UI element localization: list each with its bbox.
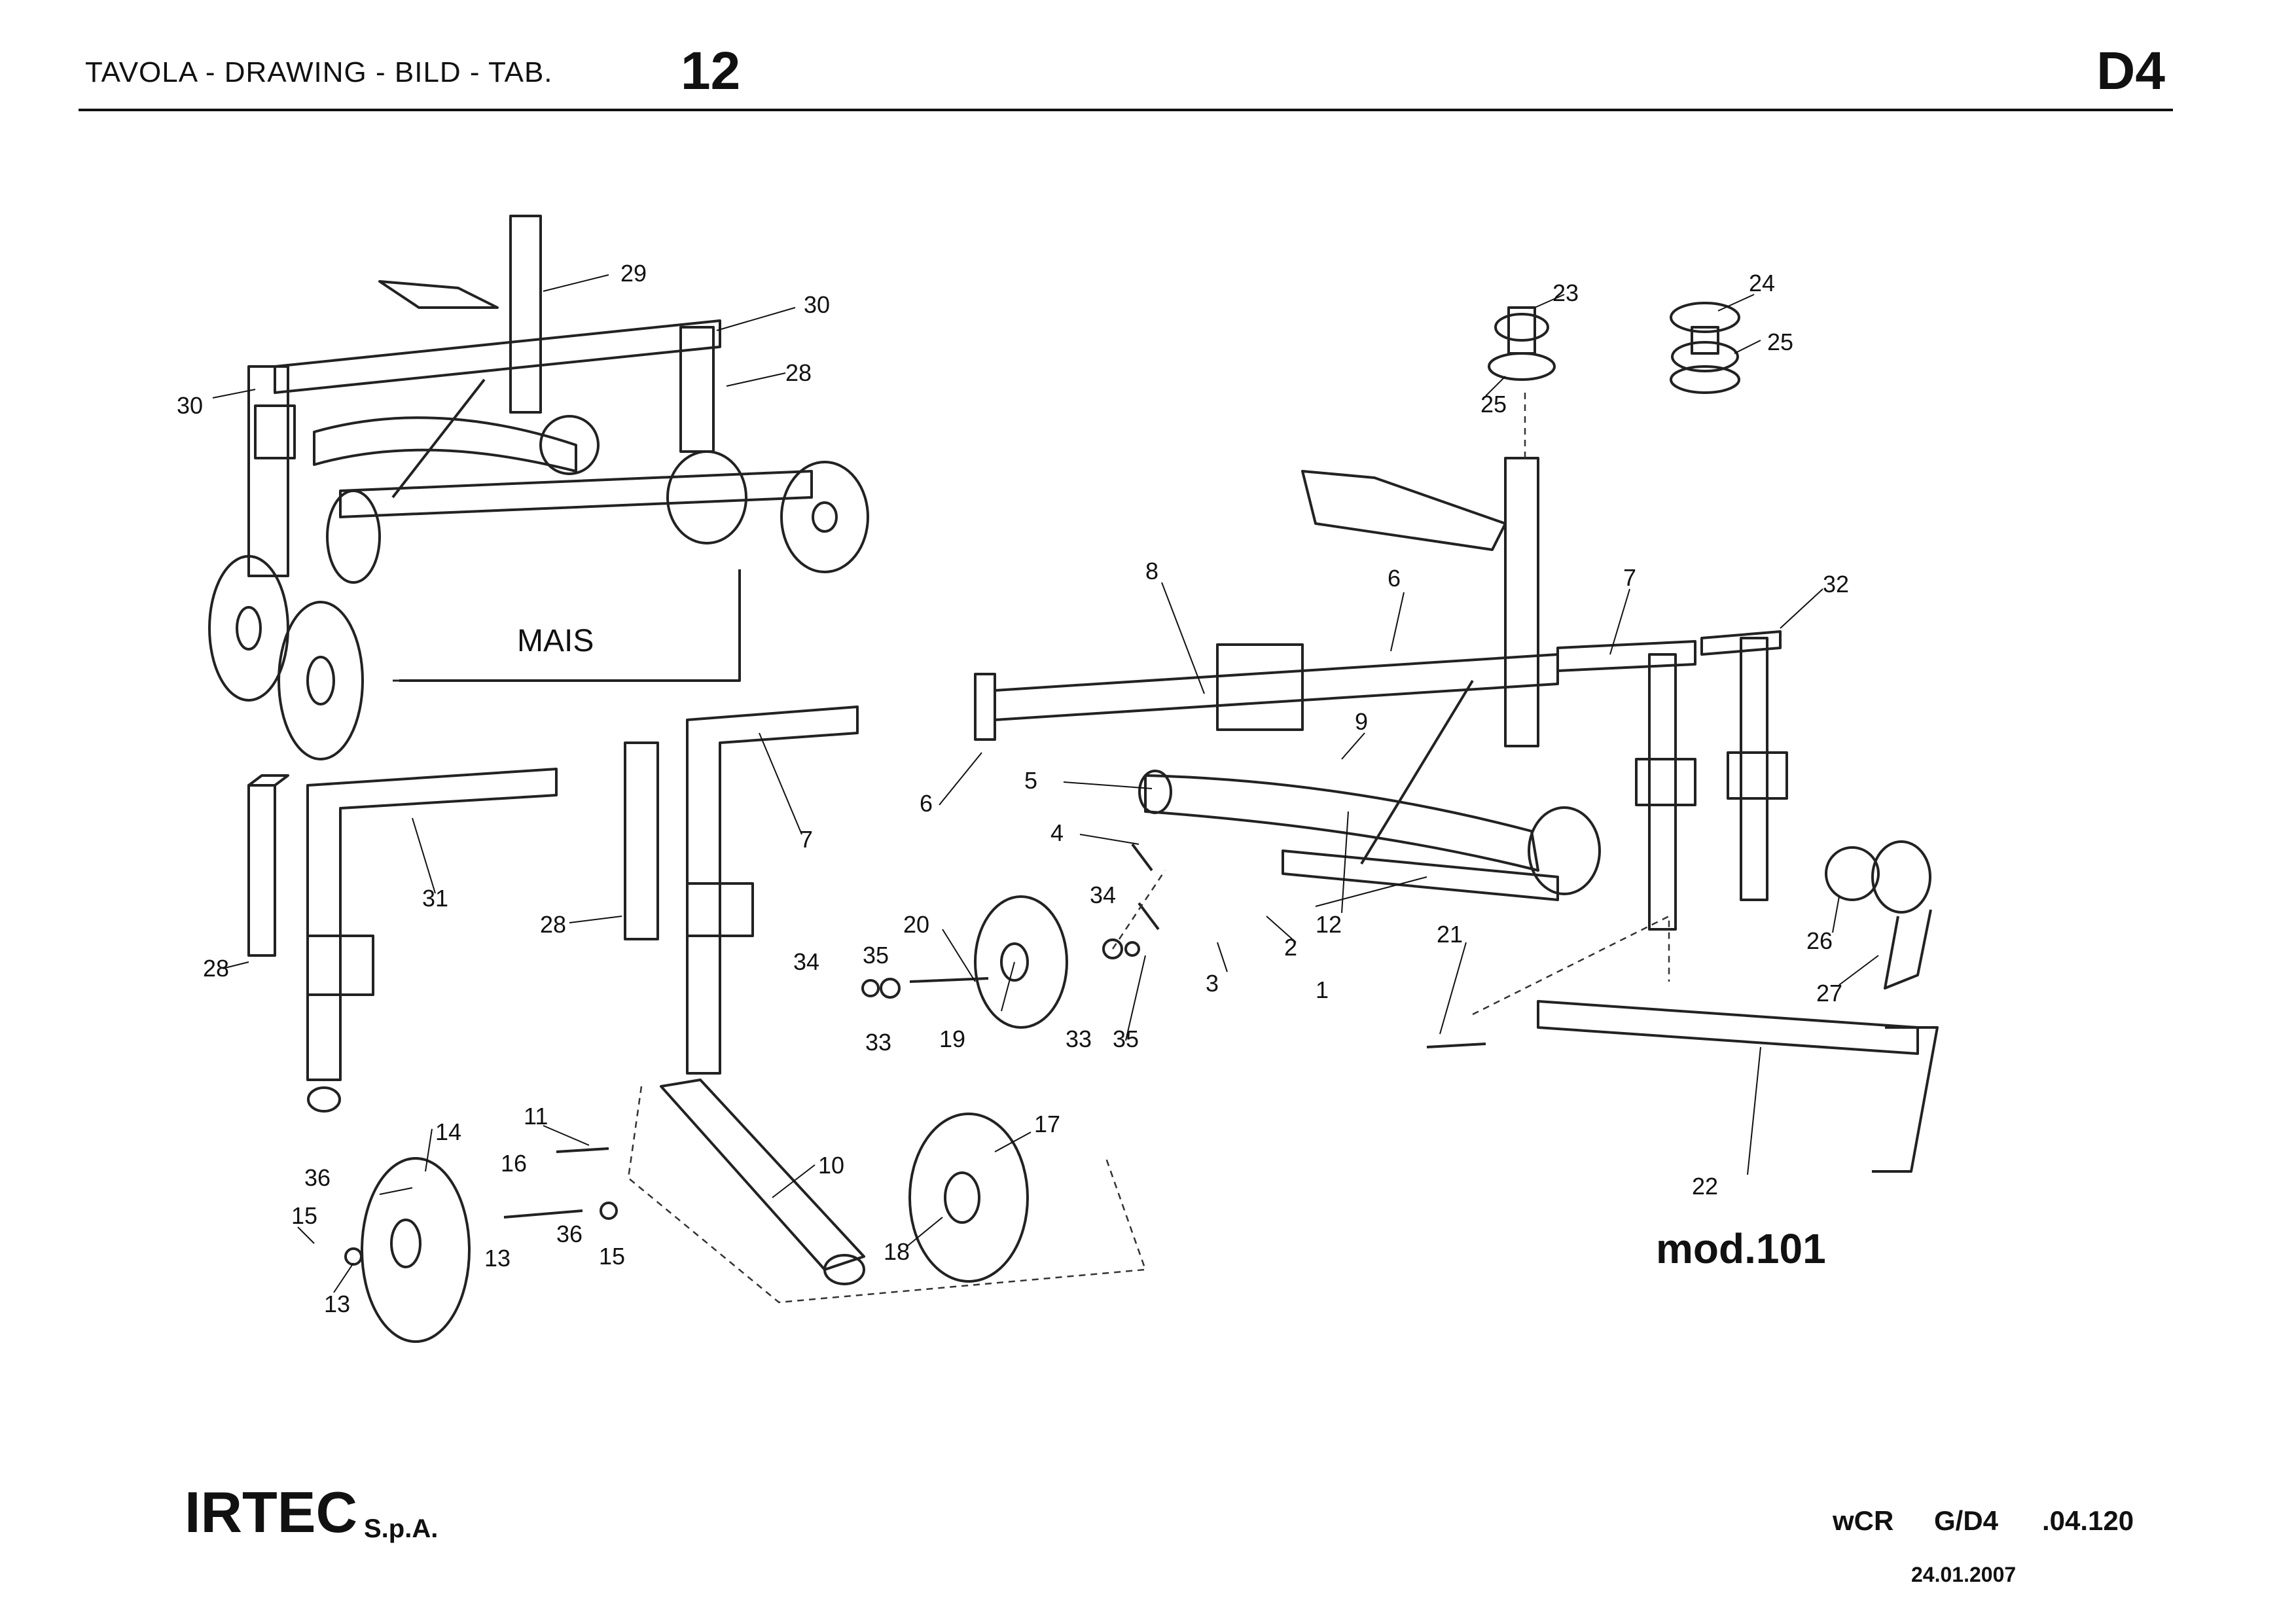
callout-14: 14 [435,1118,461,1145]
flanges-23-24-25 [1488,302,1740,394]
callout-17: 17 [1034,1111,1060,1137]
frame-part-28-left [247,774,289,957]
callout-11: 11 [524,1103,548,1130]
callout-7-b: 7 [1623,564,1636,591]
callout-15-b: 15 [599,1243,625,1270]
callout-25-b: 25 [1767,329,1793,355]
callout-9: 9 [1355,708,1368,735]
callout-23: 23 [1552,279,1579,306]
callout-22: 22 [1692,1173,1718,1200]
frame-part-7-left [686,705,859,1075]
bar-part-1 [1282,679,1559,901]
company-name: IRTEC [185,1480,357,1544]
leg-right-a [1635,653,1696,931]
callout-10: 10 [818,1152,844,1179]
wheel-part-14 [361,1157,471,1343]
company-suffix: S.p.A. [364,1514,439,1543]
drawing-code-b: G/D4 [1934,1505,1999,1536]
callout-5: 5 [1024,767,1037,794]
callout-4: 4 [1050,819,1064,846]
callout-36-b: 36 [556,1221,583,1247]
callout-6-a: 6 [920,790,933,817]
mais-inset-assembly [208,215,869,760]
callout-7-a: 7 [800,826,813,853]
callout-15-a: 15 [291,1202,317,1229]
callout-8: 8 [1145,558,1158,584]
callout-32: 32 [1823,571,1849,597]
drawing-date: 24.01.2007 [1911,1563,2017,1586]
callout-13-b: 13 [324,1291,350,1317]
model-label: mod.101 [1656,1225,1826,1272]
callout-19: 19 [939,1026,965,1052]
callout-35-b: 35 [1113,1026,1139,1052]
callout-36-a: 36 [304,1164,331,1191]
table-number: 12 [681,41,741,101]
callout-28-a: 28 [785,359,812,386]
part-callouts: 29 30 28 30 1 2 3 4 5 6 6 7 7 8 9 10 11 … [177,260,1849,1317]
callout-16: 16 [501,1150,527,1177]
frame-part-28-centre [624,741,659,940]
callout-28-c: 28 [540,911,566,938]
callout-21: 21 [1437,921,1463,948]
pins-and-washers [344,843,1486,1266]
callout-2: 2 [1284,934,1297,961]
assembly-guide-lines [627,393,1670,1304]
leader-lines [212,274,1879,1293]
callout-34-b: 34 [1090,882,1116,908]
wheel-part-19 [974,895,1068,1029]
gearbox-shaft [1138,770,1601,895]
coupling-26-27 [1825,840,1932,990]
drawbar-part-22 [1537,1000,1939,1173]
drawing-code-c: .04.120 [2042,1505,2134,1536]
section-code: D4 [2096,41,2165,101]
frame-part-10 [660,1079,865,1285]
drawing-title: TAVOLA - DRAWING - BILD - TAB. [85,56,553,88]
callout-1: 1 [1316,976,1329,1003]
inset-frame-line [393,569,741,682]
callout-34-a: 34 [793,948,819,975]
frame-part-31 [306,768,558,1113]
callout-35-a: 35 [863,942,889,969]
callout-30-a: 30 [804,291,830,318]
callout-27: 27 [1816,980,1842,1007]
callout-29: 29 [620,260,647,287]
callout-31: 31 [422,885,448,912]
callout-24: 24 [1749,270,1775,296]
leg-right-b-part-32 [1700,630,1788,901]
callout-30-b: 30 [177,392,203,419]
callout-12: 12 [1316,911,1342,938]
header-rule [79,109,2173,111]
callout-20: 20 [903,911,929,938]
callout-3: 3 [1206,970,1219,997]
callout-33-b: 33 [1066,1026,1092,1052]
beam-part-7-right [1556,640,1696,672]
callout-25-a: 25 [1480,391,1507,418]
callout-13-a: 13 [484,1245,511,1272]
main-beam-part-8 [974,643,1559,741]
wheel-part-17 [908,1113,1029,1283]
callout-28-b: 28 [203,955,229,982]
mais-label: MAIS [517,624,594,658]
callout-6-b: 6 [1388,565,1401,592]
callout-33-a: 33 [865,1029,891,1056]
callout-26: 26 [1806,927,1833,954]
drawing-code-a: wCR [1833,1505,1894,1536]
callout-18: 18 [884,1238,910,1265]
post-part-29-main [1301,457,1539,747]
